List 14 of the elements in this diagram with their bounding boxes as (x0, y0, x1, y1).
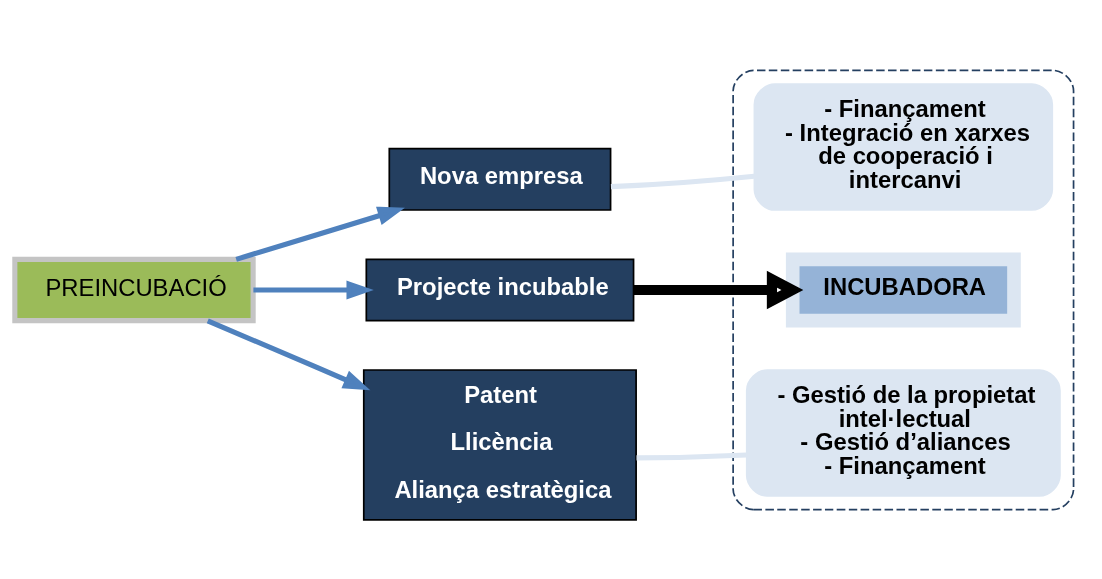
node-box: Nova empresa (388, 147, 612, 211)
arrow (253, 279, 374, 300)
arrow (235, 206, 405, 262)
node-box: PREINCUBACIÓ (12, 256, 256, 323)
connector (636, 452, 747, 460)
node-box: - Gestió de la propietat intel·lectual - Gestió d’aliances - Finançament (745, 368, 1061, 497)
node-box: Projecte incubable (365, 258, 635, 321)
arrow (633, 270, 804, 309)
node-box: Patent Llicència Aliança estratègica (362, 368, 637, 521)
cluster (732, 69, 1075, 510)
node-box: - Finançament - Integració en xarxes de cooperació i intercanvi (753, 82, 1054, 211)
connector (610, 173, 755, 189)
node-box: INCUBADORA (785, 252, 1021, 327)
arrow (206, 317, 371, 390)
